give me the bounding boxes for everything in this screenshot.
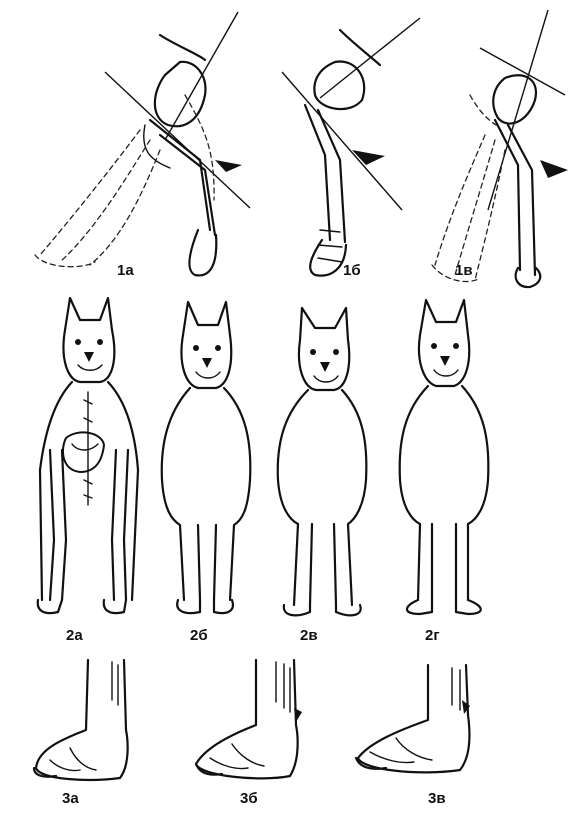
dog-front-view-2b: 2б <box>162 302 251 644</box>
label-1b: 1б <box>343 262 361 279</box>
label-3b: 3б <box>240 790 258 807</box>
dog-front-view-2v: 2в <box>278 308 367 644</box>
leg-side-view-1a: 1а <box>35 12 250 279</box>
label-2b: 2б <box>190 627 208 644</box>
label-2v: 2в <box>300 627 318 644</box>
paw-3v: 3в <box>356 665 470 807</box>
label-2a: 2а <box>66 627 83 644</box>
leg-side-view-1v: 1в <box>432 10 568 287</box>
leg-side-view-1b: 1б <box>282 18 420 279</box>
label-1v: 1в <box>455 262 473 279</box>
label-2g: 2г <box>425 627 440 644</box>
paw-3a: 3а <box>34 660 128 807</box>
label-1a: 1а <box>117 262 134 279</box>
dog-front-view-2g: 2г <box>400 300 489 644</box>
paw-3b: 3б <box>196 660 302 807</box>
label-3a: 3а <box>62 790 79 807</box>
label-3v: 3в <box>428 790 446 807</box>
dog-front-view-2a: 2а <box>38 298 138 644</box>
